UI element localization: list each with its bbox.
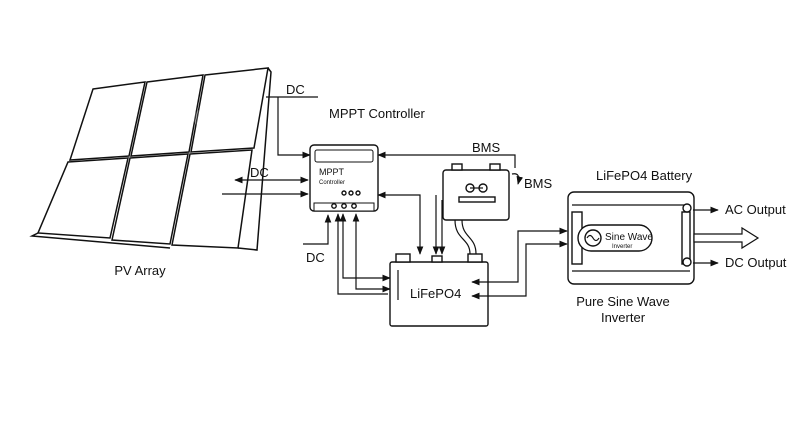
controller-button bbox=[348, 190, 354, 196]
lifepo4-battery-label: LiFePO4 Battery bbox=[596, 168, 693, 183]
panel-glare bbox=[100, 108, 136, 128]
dc-label-mid: DC bbox=[250, 165, 269, 180]
mppt-controller-label: MPPT Controller bbox=[329, 106, 426, 121]
pv-dc-wires bbox=[222, 96, 318, 198]
panel-glare bbox=[193, 106, 237, 130]
inverter-face-line1: Sine Wave bbox=[605, 232, 653, 243]
bms-label-top: BMS bbox=[472, 140, 501, 155]
dc-output-label: DC Output bbox=[725, 255, 787, 270]
sine-wave-inverter: Sine Wave Inverter bbox=[567, 191, 695, 285]
bms-module bbox=[442, 163, 524, 221]
ac-output-label: AC Output bbox=[725, 202, 786, 217]
solar-panel bbox=[130, 74, 204, 157]
bms-wire bbox=[377, 151, 516, 168]
controller-button bbox=[355, 190, 361, 196]
power-output-arrow bbox=[693, 226, 760, 250]
controller-terminal bbox=[331, 203, 337, 209]
bms-label-right: BMS bbox=[524, 176, 553, 191]
solar-panel bbox=[68, 81, 146, 161]
solar-panel bbox=[171, 149, 253, 249]
pv-array: PV Array bbox=[29, 67, 272, 278]
panel-glare bbox=[123, 191, 167, 219]
controller-face-line1: MPPT bbox=[319, 167, 345, 177]
dc-label-bottom: DC bbox=[306, 250, 325, 265]
dc-label-top: DC bbox=[286, 82, 305, 97]
controller-terminal bbox=[351, 203, 357, 209]
pv-array-label: PV Array bbox=[114, 263, 166, 278]
controller-terminal bbox=[341, 203, 347, 209]
inverter-label-line2: Inverter bbox=[601, 310, 646, 325]
solar-panel bbox=[190, 67, 269, 153]
inverter-face-line2: Inverter bbox=[612, 244, 632, 250]
dc-input-wire bbox=[303, 214, 332, 245]
controller-battery-wires bbox=[334, 191, 424, 295]
solar-panel bbox=[111, 153, 189, 245]
controller-button bbox=[341, 190, 347, 196]
inverter-label-line1: Pure Sine Wave bbox=[576, 294, 669, 309]
mppt-controller: MPPT Controller bbox=[309, 144, 379, 212]
lifepo4-label: LiFePO4 bbox=[410, 286, 461, 301]
solar-panel bbox=[36, 157, 129, 239]
battery-inverter-wires bbox=[471, 227, 568, 300]
controller-face-line2: Controller bbox=[319, 180, 345, 186]
